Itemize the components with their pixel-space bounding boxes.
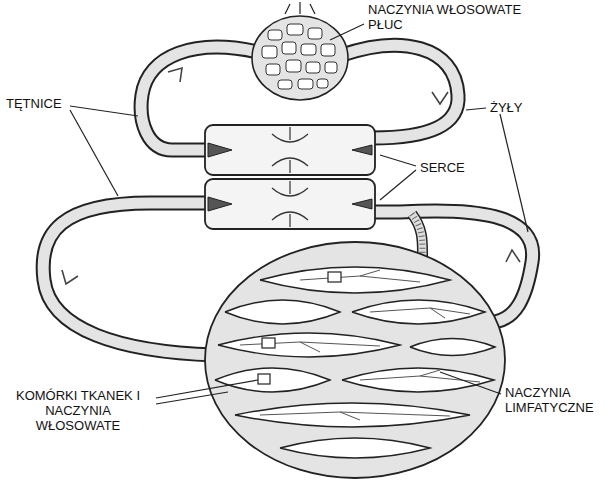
tissue-area xyxy=(342,368,494,392)
leader-line xyxy=(380,155,416,166)
tissue-area xyxy=(235,403,470,427)
label: TĘTNICE xyxy=(6,96,86,111)
alveolus xyxy=(321,44,335,56)
label: NACZYNIA LIMFATYCZNE xyxy=(505,385,611,415)
flow-arrow xyxy=(506,250,520,262)
capillary xyxy=(240,342,380,352)
alveolus xyxy=(308,28,322,39)
tissue-cell xyxy=(262,338,275,348)
vessel-lumen xyxy=(43,203,215,355)
leader-line xyxy=(70,110,118,196)
body-network xyxy=(205,242,505,478)
leader-line xyxy=(70,106,138,116)
alveolus xyxy=(286,60,301,72)
leader-lines xyxy=(70,24,528,404)
label: ŻYŁY xyxy=(490,100,550,115)
lung-network xyxy=(252,16,348,100)
heart-valve xyxy=(272,127,308,173)
tissue-area xyxy=(225,300,340,324)
tissue-cell xyxy=(258,374,270,384)
vessel-outline xyxy=(43,203,215,355)
alveolus xyxy=(317,79,328,88)
tissue-area xyxy=(280,438,430,458)
heart-cusp xyxy=(208,143,372,211)
capillary xyxy=(370,308,470,318)
lung-capillaries xyxy=(252,2,348,100)
heart xyxy=(205,125,375,229)
flow-arrow xyxy=(62,270,78,284)
leader-line xyxy=(466,108,486,110)
lung-cells xyxy=(262,24,337,89)
arrows xyxy=(62,68,520,284)
tissue-area xyxy=(215,368,330,392)
label: SERCE xyxy=(420,160,490,175)
tissue-area xyxy=(352,300,485,324)
leader-line xyxy=(440,372,501,394)
alveolus xyxy=(306,62,320,73)
leader-line xyxy=(380,170,416,200)
alveolus xyxy=(298,79,313,89)
alveolus xyxy=(282,42,296,54)
tissue-area xyxy=(260,267,450,293)
heart-valve xyxy=(272,181,308,227)
tissue-capillaries xyxy=(205,242,505,478)
alveolus xyxy=(278,80,292,89)
alveolus xyxy=(287,24,303,35)
tissue-area xyxy=(410,339,495,356)
tissue-area xyxy=(218,333,400,357)
alveolus xyxy=(301,44,316,55)
flow-arrow xyxy=(168,68,182,82)
label: NACZYNIA WŁOSOWATE PŁUC xyxy=(368,2,528,32)
tissue-cell xyxy=(328,272,341,282)
leader-line xyxy=(500,114,528,232)
leader-line xyxy=(156,392,228,404)
alveolus xyxy=(266,64,280,75)
flow-arrow xyxy=(432,92,448,104)
capillary xyxy=(260,412,450,420)
alveolus xyxy=(325,62,337,73)
alveolus xyxy=(268,30,282,40)
capillary xyxy=(300,270,420,282)
lung-bronchi xyxy=(285,2,315,14)
alveolus xyxy=(262,46,277,58)
leader-line xyxy=(330,24,364,40)
label: KOMÓRKI TKANEK I NACZYNIA WŁOSOWATE xyxy=(3,388,153,433)
